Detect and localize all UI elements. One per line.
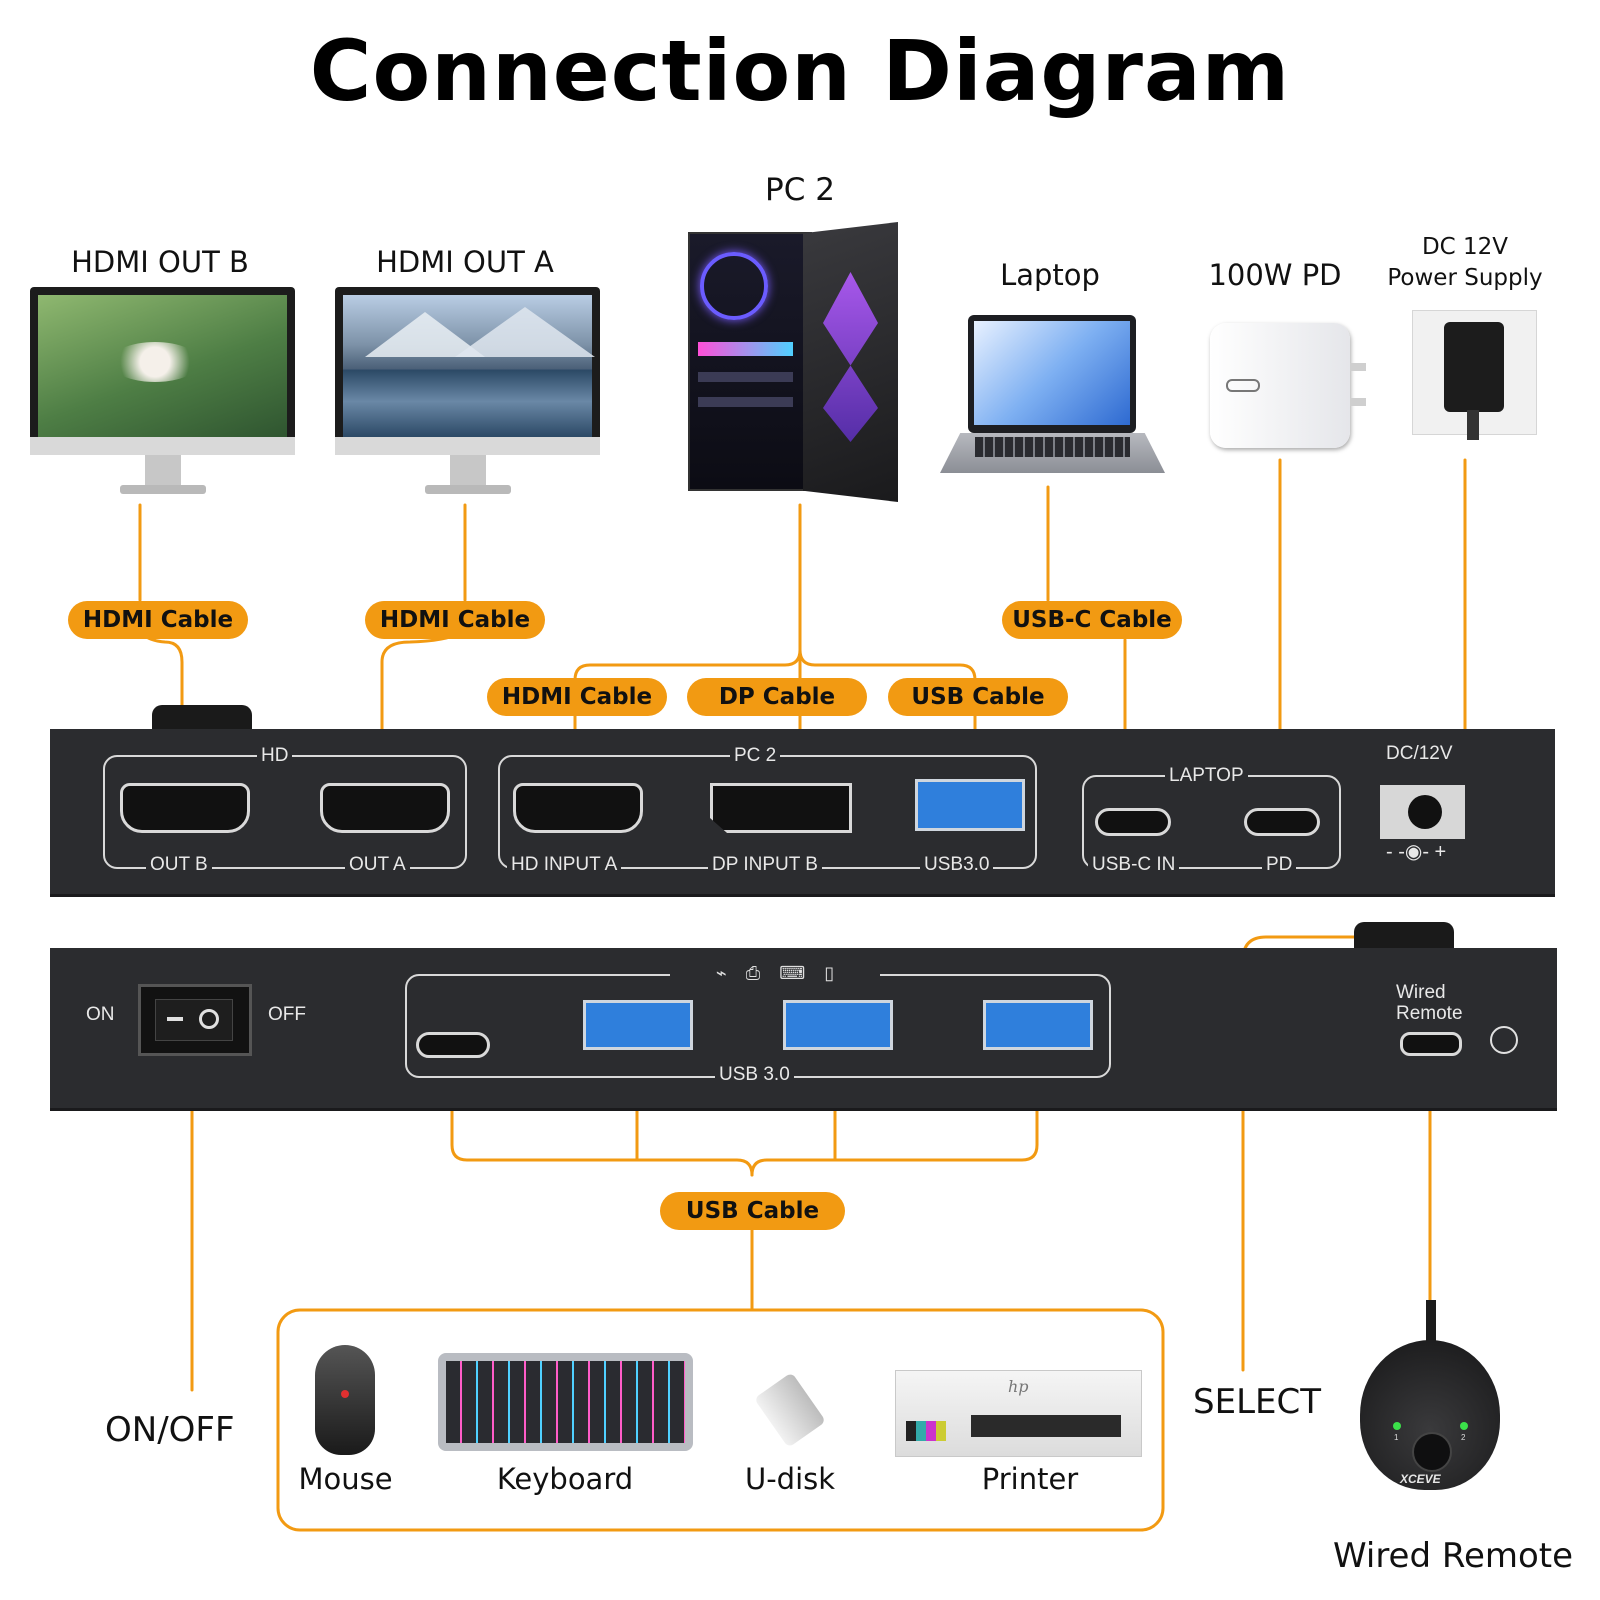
- label-off: OFF: [264, 1004, 310, 1026]
- label-dc-line1: DC 12V: [1421, 234, 1509, 260]
- wired-remote-device[interactable]: 1 2 XCEVE: [1360, 1340, 1500, 1490]
- usb3-port-front-1[interactable]: [583, 1000, 693, 1050]
- label-usb30-front: USB 3.0: [715, 1064, 794, 1086]
- label-group-pc2: PC 2: [730, 745, 781, 767]
- label-hd-input-a: HD INPUT A: [507, 854, 622, 876]
- hdmi-port-input-a[interactable]: [513, 783, 643, 833]
- pd-charger: [1210, 323, 1370, 453]
- remote-brand: XCEVE: [1400, 1472, 1441, 1486]
- label-group-laptop: LAPTOP: [1165, 765, 1248, 787]
- label-udisk: U-disk: [744, 1462, 836, 1496]
- usb-icon: ⌁: [715, 963, 727, 983]
- label-wired-line2: Remote: [1392, 1003, 1467, 1025]
- keyboard-icon: ⌨: [779, 963, 806, 983]
- cable-hdmi-out-a: HDMI Cable: [365, 601, 545, 639]
- label-group-hd: HD: [257, 745, 293, 767]
- label-on: ON: [82, 1004, 119, 1026]
- label-keyboard: Keyboard: [496, 1462, 634, 1496]
- printer-icon: ⎙: [745, 963, 761, 983]
- remote-select-button[interactable]: [1412, 1432, 1452, 1472]
- remote-led-1-label: 1: [1394, 1433, 1399, 1442]
- udisk-image: [753, 1355, 827, 1448]
- cable-pc-hdmi: HDMI Cable: [487, 678, 667, 716]
- printer-brand: hp: [1008, 1377, 1029, 1396]
- remote-icon: [1490, 1026, 1518, 1054]
- power-adapter: [1412, 310, 1537, 440]
- usbc-port-front[interactable]: [416, 1032, 490, 1058]
- monitor-b: [30, 287, 295, 507]
- polarity-symbol: - -◉- +: [1382, 839, 1451, 864]
- usb3-port-front-2[interactable]: [783, 1000, 893, 1050]
- label-onoff: ON/OFF: [105, 1410, 235, 1450]
- label-out-a: OUT A: [345, 854, 410, 876]
- label-printer: Printer: [981, 1462, 1079, 1496]
- page-title: Connection Diagram: [309, 22, 1291, 120]
- laptop: [940, 315, 1165, 480]
- label-dc-line2: Power Supply: [1387, 265, 1543, 291]
- printer-image: hp: [895, 1370, 1142, 1457]
- cable-pc-usb: USB Cable: [888, 678, 1068, 716]
- front-panel: ON OFF ⌁ ⎙ ⌨ ▯ USB 3.0 Wired Remote: [50, 948, 1557, 1111]
- usb3-port-front-3[interactable]: [983, 1000, 1093, 1050]
- wired-remote-cable: [1426, 1300, 1436, 1350]
- remote-led-2: [1460, 1422, 1468, 1430]
- cable-usb-bottom: USB Cable: [660, 1192, 845, 1230]
- usbc-port-pd[interactable]: [1244, 808, 1320, 836]
- remote-led-2-label: 2: [1461, 1433, 1466, 1442]
- label-pc2: PC 2: [765, 172, 835, 208]
- label-dp-input-b: DP INPUT B: [708, 854, 822, 876]
- usb3-port-pc2[interactable]: [915, 779, 1025, 831]
- label-wired-remote: Wired Remote: [1333, 1536, 1574, 1576]
- hdmi-port-out-b[interactable]: [120, 783, 250, 833]
- cable-hdmi-out-b: HDMI Cable: [68, 601, 248, 639]
- label-dc12: DC/12V: [1382, 743, 1457, 765]
- label-out-b: OUT B: [146, 854, 212, 876]
- mouse-icon: ▯: [824, 963, 835, 983]
- label-hdmi-out-a: HDMI OUT A: [376, 245, 554, 279]
- monitor-a: [335, 287, 600, 507]
- label-usb30-back: USB3.0: [920, 854, 994, 876]
- label-select: SELECT: [1193, 1382, 1321, 1422]
- back-panel: HD OUT B OUT A PC 2 HD INPUT A DP INPUT …: [50, 729, 1555, 897]
- label-laptop: Laptop: [1000, 258, 1100, 292]
- front-knob: [1354, 922, 1454, 950]
- device-icons: ⌁ ⎙ ⌨ ▯: [670, 962, 880, 984]
- power-switch[interactable]: [138, 984, 252, 1056]
- cable-usbc: USB-C Cable: [1002, 601, 1182, 639]
- remote-led-1: [1393, 1422, 1401, 1430]
- back-knob: [152, 705, 252, 731]
- dp-port-input-b[interactable]: [710, 783, 852, 833]
- keyboard-image: [438, 1353, 693, 1451]
- pc-tower: [688, 222, 903, 502]
- cable-pc-dp: DP Cable: [687, 678, 867, 716]
- label-hdmi-out-b: HDMI OUT B: [71, 245, 249, 279]
- label-pd: 100W PD: [1208, 258, 1342, 292]
- mouse-image: [315, 1345, 375, 1455]
- label-wired-line1: Wired: [1392, 982, 1450, 1004]
- usbc-port-laptop-in[interactable]: [1095, 808, 1171, 836]
- label-mouse: Mouse: [298, 1462, 393, 1496]
- hdmi-port-out-a[interactable]: [320, 783, 450, 833]
- wired-remote-port[interactable]: [1400, 1032, 1462, 1056]
- label-usbc-in: USB-C IN: [1088, 854, 1180, 876]
- label-pd-port: PD: [1262, 854, 1297, 876]
